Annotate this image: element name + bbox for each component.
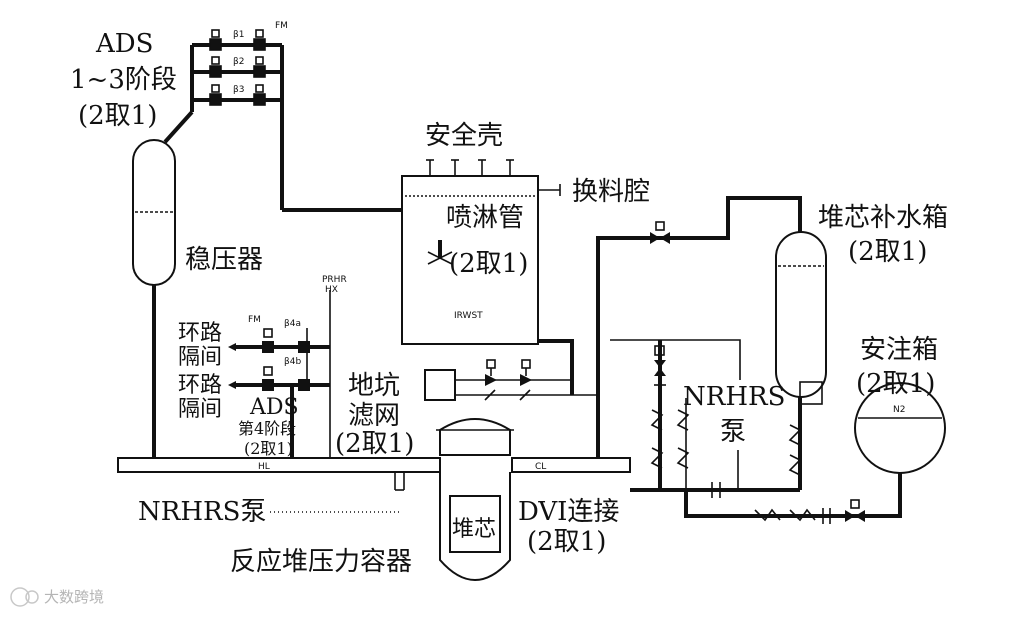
core-label: 堆芯 — [452, 517, 496, 542]
watermark: 大数跨境 — [10, 587, 104, 607]
beta1-label: β1 — [233, 30, 244, 40]
ads13-label-1: ADS — [95, 29, 153, 59]
core-makeup-tank — [775, 231, 827, 405]
irwst-injection-valves — [424, 359, 572, 401]
ads4-label-3: (2取1) — [244, 439, 293, 458]
accumulator-tank — [854, 382, 946, 474]
cold-leg — [511, 457, 631, 473]
sump-label-2: 滤网 — [348, 401, 400, 431]
loop-iso-1a: 环路 — [178, 321, 222, 346]
cmt-check-valves — [788, 424, 802, 476]
irwst-injection-line — [538, 339, 574, 395]
ads-line-upper — [163, 110, 194, 144]
containment-label: 安全壳 — [425, 121, 503, 151]
beta4b-label: β4b — [284, 357, 301, 367]
dvi-label-2: (2取1) — [527, 527, 606, 557]
acc-check-valves — [754, 499, 865, 524]
loop-iso-2b: 隔间 — [178, 397, 222, 422]
fm-label-ads4: FM — [248, 315, 261, 325]
ads4-label-2: 第4阶段 — [238, 419, 296, 438]
nrhrs-pump-left-label: NRHRS泵 — [138, 497, 266, 527]
ads-1-3-valve-bank — [190, 29, 284, 210]
spray-label-1: 喷淋管 — [446, 203, 524, 233]
cmt-label-2: (2取1) — [848, 237, 927, 267]
n2-label: N2 — [893, 405, 905, 415]
beta3-label: β3 — [233, 85, 244, 95]
ads4-label-1: ADS — [249, 395, 299, 420]
ads4-valve-bank — [228, 290, 331, 462]
loop-iso-1b: 隔间 — [178, 345, 222, 370]
acc-label-1: 安注箱 — [860, 335, 938, 365]
sparger — [427, 240, 453, 265]
ads13-label-3: (2取1) — [78, 101, 157, 131]
dvi-label-1: DVI连接 — [518, 497, 619, 527]
pressurizer-label: 稳压器 — [185, 245, 263, 275]
header-orifice — [711, 482, 721, 498]
sump-label-1: 地坑 — [348, 371, 400, 401]
beta4a-label: β4a — [284, 319, 301, 329]
watermark-text: 大数跨境 — [44, 588, 104, 606]
sump-label-3: (2取1) — [335, 429, 414, 459]
refuel-cavity-label: 换料腔 — [572, 177, 650, 207]
nrhrs-pump-label-1: NRHRS — [683, 382, 785, 412]
prhr-label-2: HX — [325, 285, 338, 295]
acc-label-2: (2取1) — [856, 369, 935, 399]
cmt-inlet-valve — [650, 221, 670, 244]
nrhrs-pump-label-2: 泵 — [720, 417, 746, 447]
reactor-pressure-vessel — [436, 418, 514, 581]
spray-label-2: (2取1) — [449, 249, 528, 279]
irwst-tank — [401, 159, 561, 345]
nrhrs-pump-assembly — [610, 339, 741, 490]
hot-leg — [117, 457, 441, 491]
acc-discharge-line — [684, 470, 902, 518]
ads13-label-2: 1~3阶段 — [70, 65, 177, 95]
cl-label: CL — [535, 462, 546, 472]
cmt-label-1: 堆芯补水箱 — [818, 203, 948, 233]
dvi-line — [596, 236, 655, 458]
loop-iso-2a: 环路 — [178, 373, 222, 398]
rpv-label: 反应堆压力容器 — [230, 547, 412, 577]
prhr-label-1: PRHR — [322, 275, 347, 285]
irwst-label: IRWST — [454, 311, 483, 321]
hl-label: HL — [258, 462, 270, 472]
cmt-balance-line — [655, 196, 802, 240]
beta2-label: β2 — [233, 57, 244, 67]
pressurizer-vessel — [132, 139, 176, 286]
fm-label-top: FM — [275, 21, 288, 31]
